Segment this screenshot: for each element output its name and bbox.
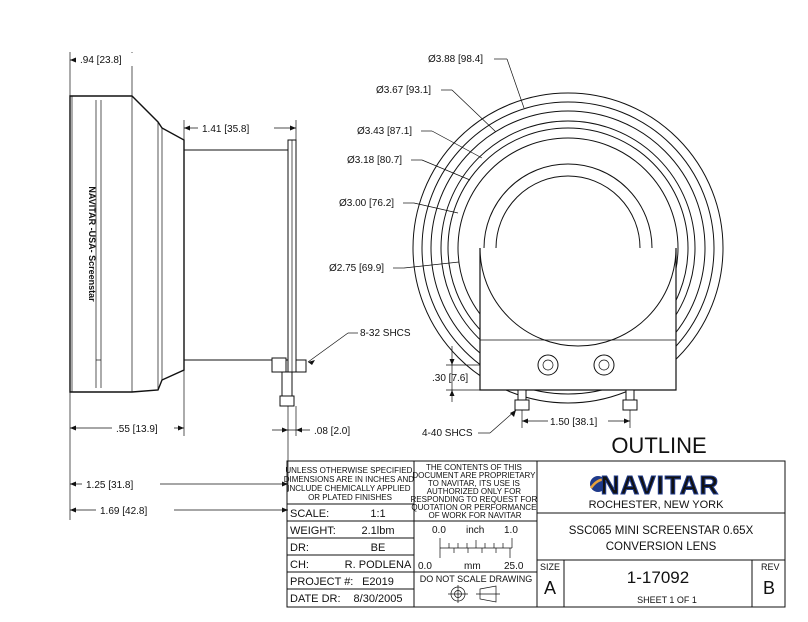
weight-label: WEIGHT: xyxy=(290,525,336,537)
drawing-number: 1-17092 xyxy=(627,568,689,587)
dr-label: DR: xyxy=(290,542,309,554)
dim-label-169: 1.69 [42.8] xyxy=(100,506,147,517)
do-not-scale-note: DO NOT SCALE DRAWING xyxy=(420,574,533,584)
project-value: E2019 xyxy=(362,576,394,588)
dim-label-055: .55 [13.9] xyxy=(116,424,158,435)
leader-arrow-8-32 xyxy=(308,360,315,365)
size-value: A xyxy=(544,578,556,598)
callout-4-40-shcs: 4-40 SHCS xyxy=(422,428,473,439)
callout-8-32-shcs: 8-32 SHCS xyxy=(360,328,411,339)
projection-symbol xyxy=(448,585,500,603)
ruler-bottom-end: 25.0 xyxy=(504,561,524,572)
screw-4-40-side-head xyxy=(279,395,295,407)
ruler-top-end: 1.0 xyxy=(504,525,518,536)
dim-label-141: 1.41 [35.8] xyxy=(202,124,249,135)
side-view: NAVITAR -USA- Screenstar .94 [23.8] 1.41… xyxy=(69,52,411,520)
front-view: Ø3.88 [98.4] Ø3.67 [93.1] Ø3.43 [87.1] Ø… xyxy=(329,54,724,439)
screw-8-32-shank xyxy=(295,359,307,373)
screw-4-40-right-head xyxy=(622,399,638,411)
screw-4-40-side xyxy=(281,371,293,397)
dim-label-318: Ø3.18 [80.7] xyxy=(347,155,402,166)
sheet-title: OUTLINE xyxy=(611,433,706,458)
leader-300 xyxy=(413,202,459,214)
dim-label-150: 1.50 [38.1] xyxy=(550,417,597,428)
mount-hole-right-inner xyxy=(598,359,610,371)
dim-label-bg-125 xyxy=(82,477,160,490)
dim-label-094: .94 [23.8] xyxy=(80,55,122,66)
tolerance-note: UNLESS OTHERWISE SPECIFIED DIMENSIONS AR… xyxy=(284,466,416,502)
navitar-logo: NAVITAR xyxy=(589,469,720,501)
leader-318 xyxy=(421,159,471,181)
ruler-top-start: 0.0 xyxy=(432,525,446,536)
ring-367 xyxy=(421,101,715,395)
leader-275 xyxy=(403,261,460,269)
dim-label-008: .08 [2.0] xyxy=(314,426,350,437)
dim-label-bg-094 xyxy=(76,53,156,66)
date-label: DATE DR: xyxy=(290,593,341,605)
date-value: 8/30/2005 xyxy=(354,593,403,605)
ch-value: R. PODLENA xyxy=(345,559,412,571)
dim-label-030: .30 [7.6] xyxy=(432,373,468,384)
ring-388 xyxy=(412,92,724,404)
project-label: PROJECT #: xyxy=(290,576,353,588)
dim-label-367: Ø3.67 [93.1] xyxy=(376,85,431,96)
dim-label-bg-055 xyxy=(112,421,174,434)
part-title-line2: CONVERSION LENS xyxy=(606,541,717,553)
proprietary-note: THE CONTENTS OF THIS DOCUMENT ARE PROPRI… xyxy=(411,463,540,520)
dim-label-bg-169 xyxy=(96,503,174,516)
mount-hole-left-inner xyxy=(542,359,554,371)
ruler-top-unit: inch xyxy=(466,525,484,536)
sheet-text: SHEET 1 OF 1 xyxy=(637,595,697,605)
bracket-arc xyxy=(479,247,677,347)
dim-label-bg-141 xyxy=(198,121,274,134)
dr-value: BE xyxy=(371,542,386,554)
dim-label-125: 1.25 [31.8] xyxy=(86,480,133,491)
screw-4-40-left-head xyxy=(514,399,530,411)
part-title-line1: SSC065 MINI SCREENSTAR 0.65X xyxy=(569,525,754,537)
ruler-bottom-unit: mm xyxy=(464,561,481,572)
leader-arrow-4-40 xyxy=(510,410,516,417)
lens-engraving-text: NAVITAR -USA- Screenstar xyxy=(87,186,97,302)
company-name: NAVITAR xyxy=(601,470,720,500)
dim-label-bg-150 xyxy=(548,414,608,427)
size-label: SIZE xyxy=(540,562,560,572)
dim-arrows-008 xyxy=(282,427,302,433)
title-block-border xyxy=(286,460,786,608)
mounting-bracket xyxy=(479,248,677,391)
dim-label-300: Ø3.00 [76.2] xyxy=(339,198,394,209)
leader-388 xyxy=(506,58,525,109)
rev-value: B xyxy=(763,578,775,598)
dim-label-388: Ø3.88 [98.4] xyxy=(428,54,483,65)
leader-8-32 xyxy=(307,332,349,363)
ruler-bottom-start: 0.0 xyxy=(418,561,432,572)
scale-label: SCALE: xyxy=(290,508,329,520)
screw-8-32-head xyxy=(271,357,287,373)
ch-label: CH: xyxy=(290,559,309,571)
title-block: UNLESS OTHERWISE SPECIFIED DIMENSIONS AR… xyxy=(284,460,786,608)
leader-343 xyxy=(431,130,483,159)
logo-swoosh-icon xyxy=(589,478,607,489)
screw-4-40-right xyxy=(625,389,635,401)
lens-barrel xyxy=(183,149,289,361)
company-location: ROCHESTER, NEW YORK xyxy=(589,499,725,511)
scale-value: 1:1 xyxy=(370,508,385,520)
mount-hole-right xyxy=(593,354,615,376)
leader-367 xyxy=(451,89,497,133)
screw-4-40-left xyxy=(517,389,527,401)
dim-label-343: Ø3.43 [87.1] xyxy=(357,126,412,137)
dim-label-275: Ø2.75 [69.9] xyxy=(329,263,384,274)
weight-value: 2.1lbm xyxy=(361,525,394,537)
mount-hole-left xyxy=(537,354,559,376)
rev-label: REV xyxy=(761,562,780,572)
